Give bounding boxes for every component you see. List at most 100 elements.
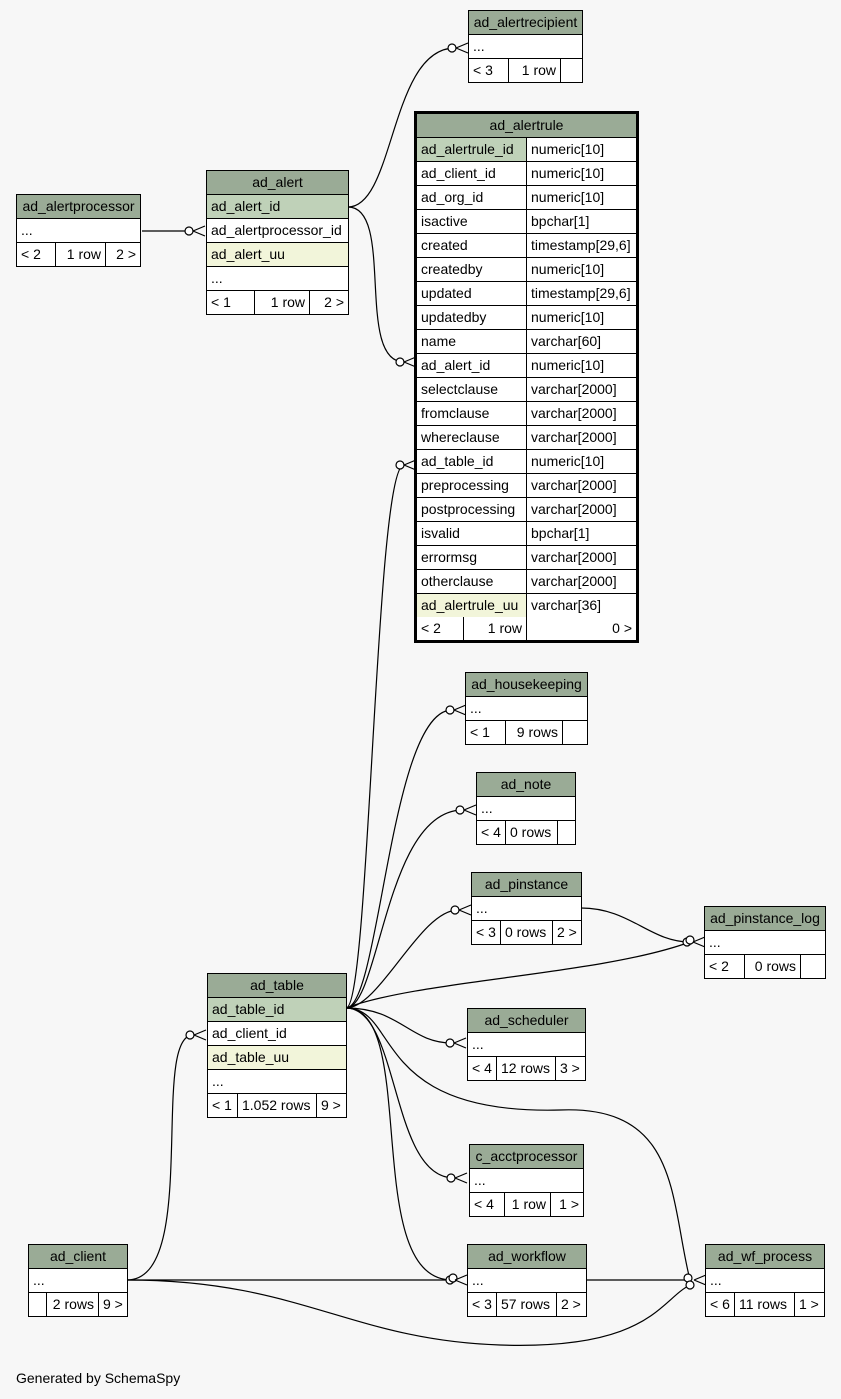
column-type: numeric[10]	[531, 165, 605, 181]
row-count: 2 rows	[47, 1293, 99, 1316]
column-type: varchar[2000]	[531, 477, 617, 493]
column-name: ad_alertrule_id	[417, 138, 527, 161]
table-ad_alertprocessor[interactable]: ad_alertprocessor ... < 2 1 row 2 >	[16, 194, 141, 267]
table-row: ...	[469, 35, 582, 59]
parents-count[interactable]: < 4	[468, 1057, 497, 1080]
children-count[interactable]: 3 >	[560, 1060, 580, 1076]
table-ad_pinstance[interactable]: ad_pinstance ... < 3 0 rows 2 >	[471, 872, 582, 945]
edge-table-alertrule	[345, 464, 405, 1009]
parents-count[interactable]: < 3	[472, 921, 501, 944]
column-type: varchar[2000]	[531, 381, 617, 397]
children-count[interactable]: 2 >	[116, 246, 136, 262]
column-type: numeric[10]	[531, 189, 605, 205]
row-count: 1 row	[56, 243, 106, 266]
table-ad_scheduler[interactable]: ad_scheduler ... < 4 12 rows 3 >	[467, 1008, 586, 1081]
table-ad_wf_process[interactable]: ad_wf_process ... < 6 11 rows 1 >	[705, 1244, 825, 1317]
parents-count[interactable]: < 2	[17, 243, 56, 266]
column-name: ad_alertrule_uu	[417, 594, 527, 617]
parents-count[interactable]: < 3	[468, 1293, 497, 1316]
children-count	[801, 955, 825, 978]
column-type: varchar[60]	[531, 333, 602, 349]
table-title: ad_table	[208, 974, 346, 998]
crowfoot-ad_alertrule-alert	[395, 357, 405, 367]
column-type: varchar[2000]	[531, 501, 617, 517]
parents-count[interactable]: < 1	[207, 291, 255, 314]
row-count: 0 rows	[745, 955, 801, 978]
children-count[interactable]: 0 >	[612, 620, 632, 636]
crowfoot-ad_alert	[184, 226, 194, 236]
crowfoot-ad_table	[185, 1030, 195, 1040]
children-count[interactable]: 1 >	[799, 1296, 819, 1312]
edge-table-workflow	[345, 1007, 453, 1281]
column-type: numeric[10]	[531, 309, 605, 325]
parents-count	[29, 1293, 47, 1316]
table-ad_client[interactable]: ad_client ... 2 rows 9 >	[28, 1244, 128, 1317]
parents-count[interactable]: < 4	[477, 821, 506, 844]
parents-count[interactable]: < 4	[470, 1193, 505, 1216]
table-row: ...	[706, 1269, 824, 1293]
column-type: varchar[2000]	[531, 549, 617, 565]
column-type: numeric[10]	[531, 141, 605, 157]
table-c_acctprocessor[interactable]: c_acctprocessor ... < 4 1 row 1 >	[469, 1144, 584, 1217]
table-row: ad_alert_uu	[207, 243, 348, 267]
table-footer: < 2 0 rows	[705, 955, 825, 978]
row-count: 0 rows	[501, 921, 553, 944]
column-type: timestamp[29,6]	[531, 285, 631, 301]
table-row: ...	[470, 1169, 583, 1193]
parents-count[interactable]: < 2	[705, 955, 745, 978]
edge-table-wfprocess	[345, 1007, 691, 1281]
children-count[interactable]: 2 >	[561, 1296, 581, 1312]
edge-pinstance-pinstancelog	[580, 907, 691, 943]
parents-count[interactable]: < 6	[706, 1293, 735, 1316]
table-footer: < 4 0 rows	[477, 821, 575, 844]
edge-table-scheduler	[345, 1007, 453, 1044]
table-title: ad_scheduler	[468, 1009, 585, 1033]
edge-table-housekeeping	[345, 709, 453, 1009]
table-ad_alert[interactable]: ad_alert ad_alert_id ad_alertprocessor_i…	[206, 170, 349, 315]
table-row: ...	[468, 1033, 585, 1057]
table-title: ad_note	[477, 773, 575, 797]
parents-count[interactable]: < 1	[208, 1094, 238, 1117]
table-footer: < 3 57 rows 2 >	[468, 1293, 586, 1316]
crowfoot-ad_housekeeping	[445, 705, 455, 715]
table-ad_note[interactable]: ad_note ... < 4 0 rows	[476, 772, 576, 845]
children-count[interactable]: 9 >	[321, 1097, 341, 1113]
table-row: ...	[17, 219, 140, 243]
parents-count[interactable]: < 3	[469, 59, 509, 82]
children-count[interactable]: 9 >	[103, 1296, 123, 1312]
table-ad_table[interactable]: ad_table ad_table_id ad_client_id ad_tab…	[207, 973, 347, 1118]
table-ad_housekeeping[interactable]: ad_housekeeping ... < 1 9 rows	[465, 672, 588, 745]
table-ad_pinstance_log[interactable]: ad_pinstance_log ... < 2 0 rows	[704, 906, 826, 979]
edge-table-pinstancelog	[345, 941, 691, 1009]
table-title: ad_alert	[207, 171, 348, 195]
table-row: ...	[466, 697, 587, 721]
table-title: ad_alertrecipient	[469, 11, 582, 35]
parents-count[interactable]: < 1	[466, 721, 506, 744]
parents-count[interactable]: < 2	[417, 617, 464, 640]
table-ad_workflow[interactable]: ad_workflow ... < 3 57 rows 2 >	[467, 1244, 587, 1317]
table-row: ad_table_id	[208, 998, 346, 1022]
table-title: ad_workflow	[468, 1245, 586, 1269]
row-count: 1.052 rows	[238, 1094, 317, 1117]
table-ad_alertrecipient[interactable]: ad_alertrecipient ... < 3 1 row	[468, 10, 583, 83]
table-title: ad_client	[29, 1245, 127, 1269]
column-name: name	[417, 330, 527, 353]
crowfoot-ad_alertrule-table	[395, 460, 405, 470]
children-count[interactable]: 2 >	[324, 294, 344, 310]
column-type: bpchar[1]	[531, 525, 590, 541]
column-name: createdby	[417, 258, 527, 281]
children-count[interactable]: 1 >	[559, 1196, 579, 1212]
column-name: created	[417, 234, 527, 257]
column-type: timestamp[29,6]	[531, 237, 631, 253]
table-title: ad_housekeeping	[466, 673, 587, 697]
table-row: ad_table_uu	[208, 1046, 346, 1070]
children-count[interactable]: 2 >	[557, 924, 577, 940]
